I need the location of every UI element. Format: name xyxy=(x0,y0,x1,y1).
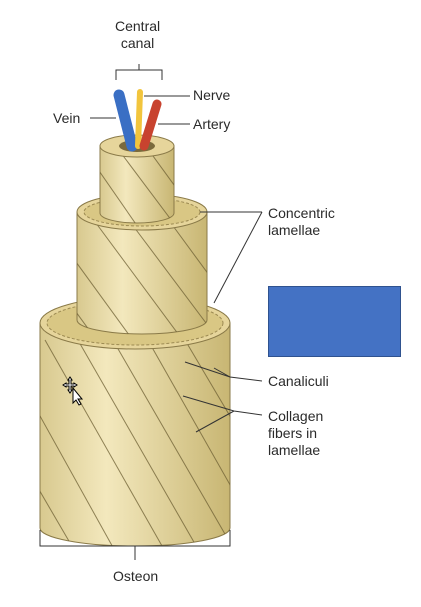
outer-lamella-cylinder xyxy=(39,296,231,547)
concentric-lamellae-label: Concentric lamellae xyxy=(268,205,335,238)
osteon-label: Osteon xyxy=(113,568,159,584)
vein-vessel xyxy=(113,89,138,152)
artery-label: Artery xyxy=(193,116,231,132)
move-cursor-icon xyxy=(62,376,84,406)
leader-lines xyxy=(39,64,263,560)
central-canal-bracket xyxy=(115,69,163,80)
central-canal-label: Central canal xyxy=(115,18,161,51)
nerve-vessel xyxy=(135,89,143,149)
artery-vessel xyxy=(139,99,162,151)
nerve-label: Nerve xyxy=(193,87,231,103)
vein-label: Vein xyxy=(53,110,81,126)
central-canal-vessels xyxy=(113,89,162,152)
answer-cover-box[interactable] xyxy=(268,286,401,357)
inner-lamella-cylinder xyxy=(99,134,175,224)
canaliculi-label: Canaliculi xyxy=(268,373,329,389)
collagen-fibers-label: Collagen fibers in lamellae xyxy=(268,408,324,458)
